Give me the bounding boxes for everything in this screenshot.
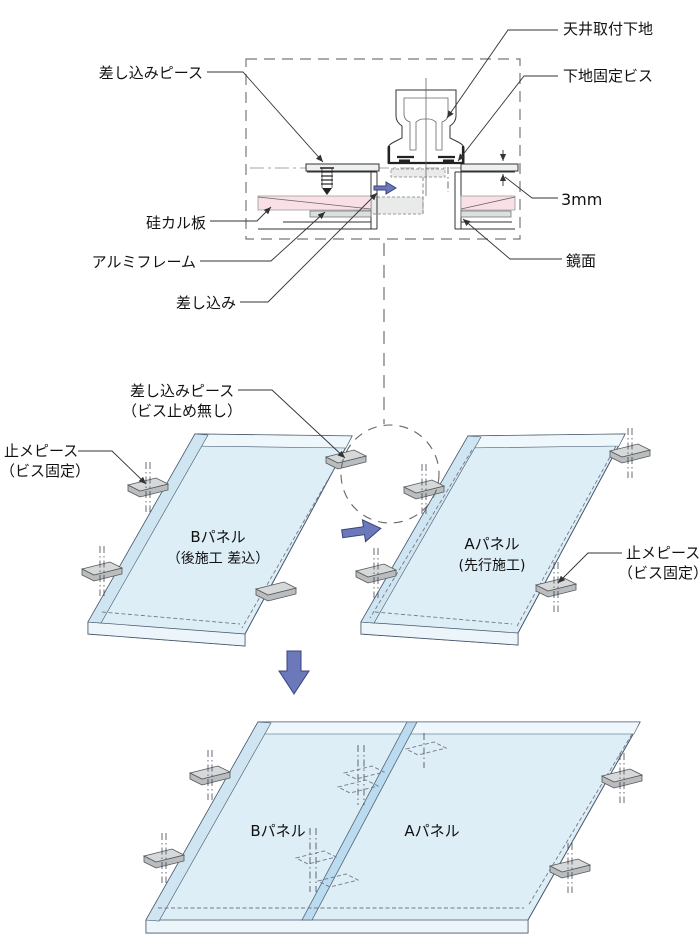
gap-dimension (487, 150, 558, 199)
leader-stopper-right (557, 552, 622, 584)
label-insert-piece: 差し込みピース (99, 64, 203, 82)
label-result-panel-a: Aパネル (404, 822, 459, 840)
assembly-section: 差し込みピース （ビス止め無し） 止メピース （ビス固定） 止メピース （ビス固… (0, 382, 700, 647)
step-down-arrow (278, 650, 310, 695)
label-panel-a-line1: Aパネル (464, 535, 519, 553)
label-alum-frame: アルミフレーム (92, 253, 196, 271)
label-ceiling-substrate: 天井取付下地 (563, 20, 653, 38)
label-panel-b-line2: （後施工 差込） (167, 551, 269, 567)
left-panel-assembly (257, 163, 380, 230)
leader-ceiling-substrate (446, 29, 558, 119)
label-stopper-right-line1: 止メピース (626, 544, 700, 562)
label-panel-a-line2: (先行施工) (459, 558, 526, 574)
panel-b (87, 433, 353, 647)
label-result-panel-b: Bパネル (250, 822, 305, 840)
leader-stopper-left (78, 450, 147, 485)
fix-screw-mark-left (399, 159, 410, 164)
leader-insertion (240, 192, 378, 303)
insert-direction-arrow-small (373, 181, 397, 195)
hidden-insert-plate (390, 168, 446, 178)
screw-axis-lines (161, 733, 625, 893)
label-insert-piece-line2: （ビス止め無し） (122, 402, 242, 420)
result-section: Bパネル Aパネル (143, 721, 643, 934)
panel-top-plate-right (460, 163, 519, 172)
label-substrate-screw: 下地固定ビス (563, 67, 653, 85)
label-panel-b-line1: Bパネル (190, 528, 245, 546)
insert-piece-plate (305, 163, 380, 172)
label-insertion: 差し込み (176, 294, 236, 312)
leader-insert-piece-no-screw (238, 389, 346, 459)
label-silica-board: 硅カル板 (146, 214, 206, 232)
label-insert-piece-line1: 差し込みピース (130, 382, 234, 400)
label-stopper-right-line2: （ビス固定） (618, 564, 700, 582)
insert-direction-arrow (341, 518, 382, 543)
screw-axis-lines (99, 428, 633, 612)
ceiling-bracket (387, 78, 465, 196)
label-stopper-left-line1: 止メピース (4, 442, 78, 460)
leader-substrate-screw (457, 75, 558, 162)
right-panel-assembly (454, 163, 519, 230)
label-mirror: 鏡面 (566, 252, 596, 270)
alum-frame-right (460, 210, 512, 218)
leader-mirror (462, 218, 562, 260)
leader-insert-piece (207, 71, 324, 163)
label-gap-3mm: 3mm (561, 190, 602, 209)
fix-screw-mark-right (443, 159, 454, 164)
joined-panel (145, 721, 641, 934)
leader-alum-frame (200, 211, 326, 262)
panel-joint-stripe (301, 721, 418, 921)
label-stopper-left-line2: （ビス固定） (0, 462, 90, 480)
leader-silica-board (210, 206, 272, 222)
detail-section: 天井取付下地 下地固定ビス 差し込みピース 硅カル板 アルミフレーム 差し込み … (92, 20, 653, 312)
screw-icon (320, 167, 334, 195)
detail-boundary-box (245, 58, 521, 240)
detail-reference-circle (340, 424, 440, 524)
hidden-insert-tabs (294, 741, 448, 888)
alum-frame-left (309, 210, 372, 218)
